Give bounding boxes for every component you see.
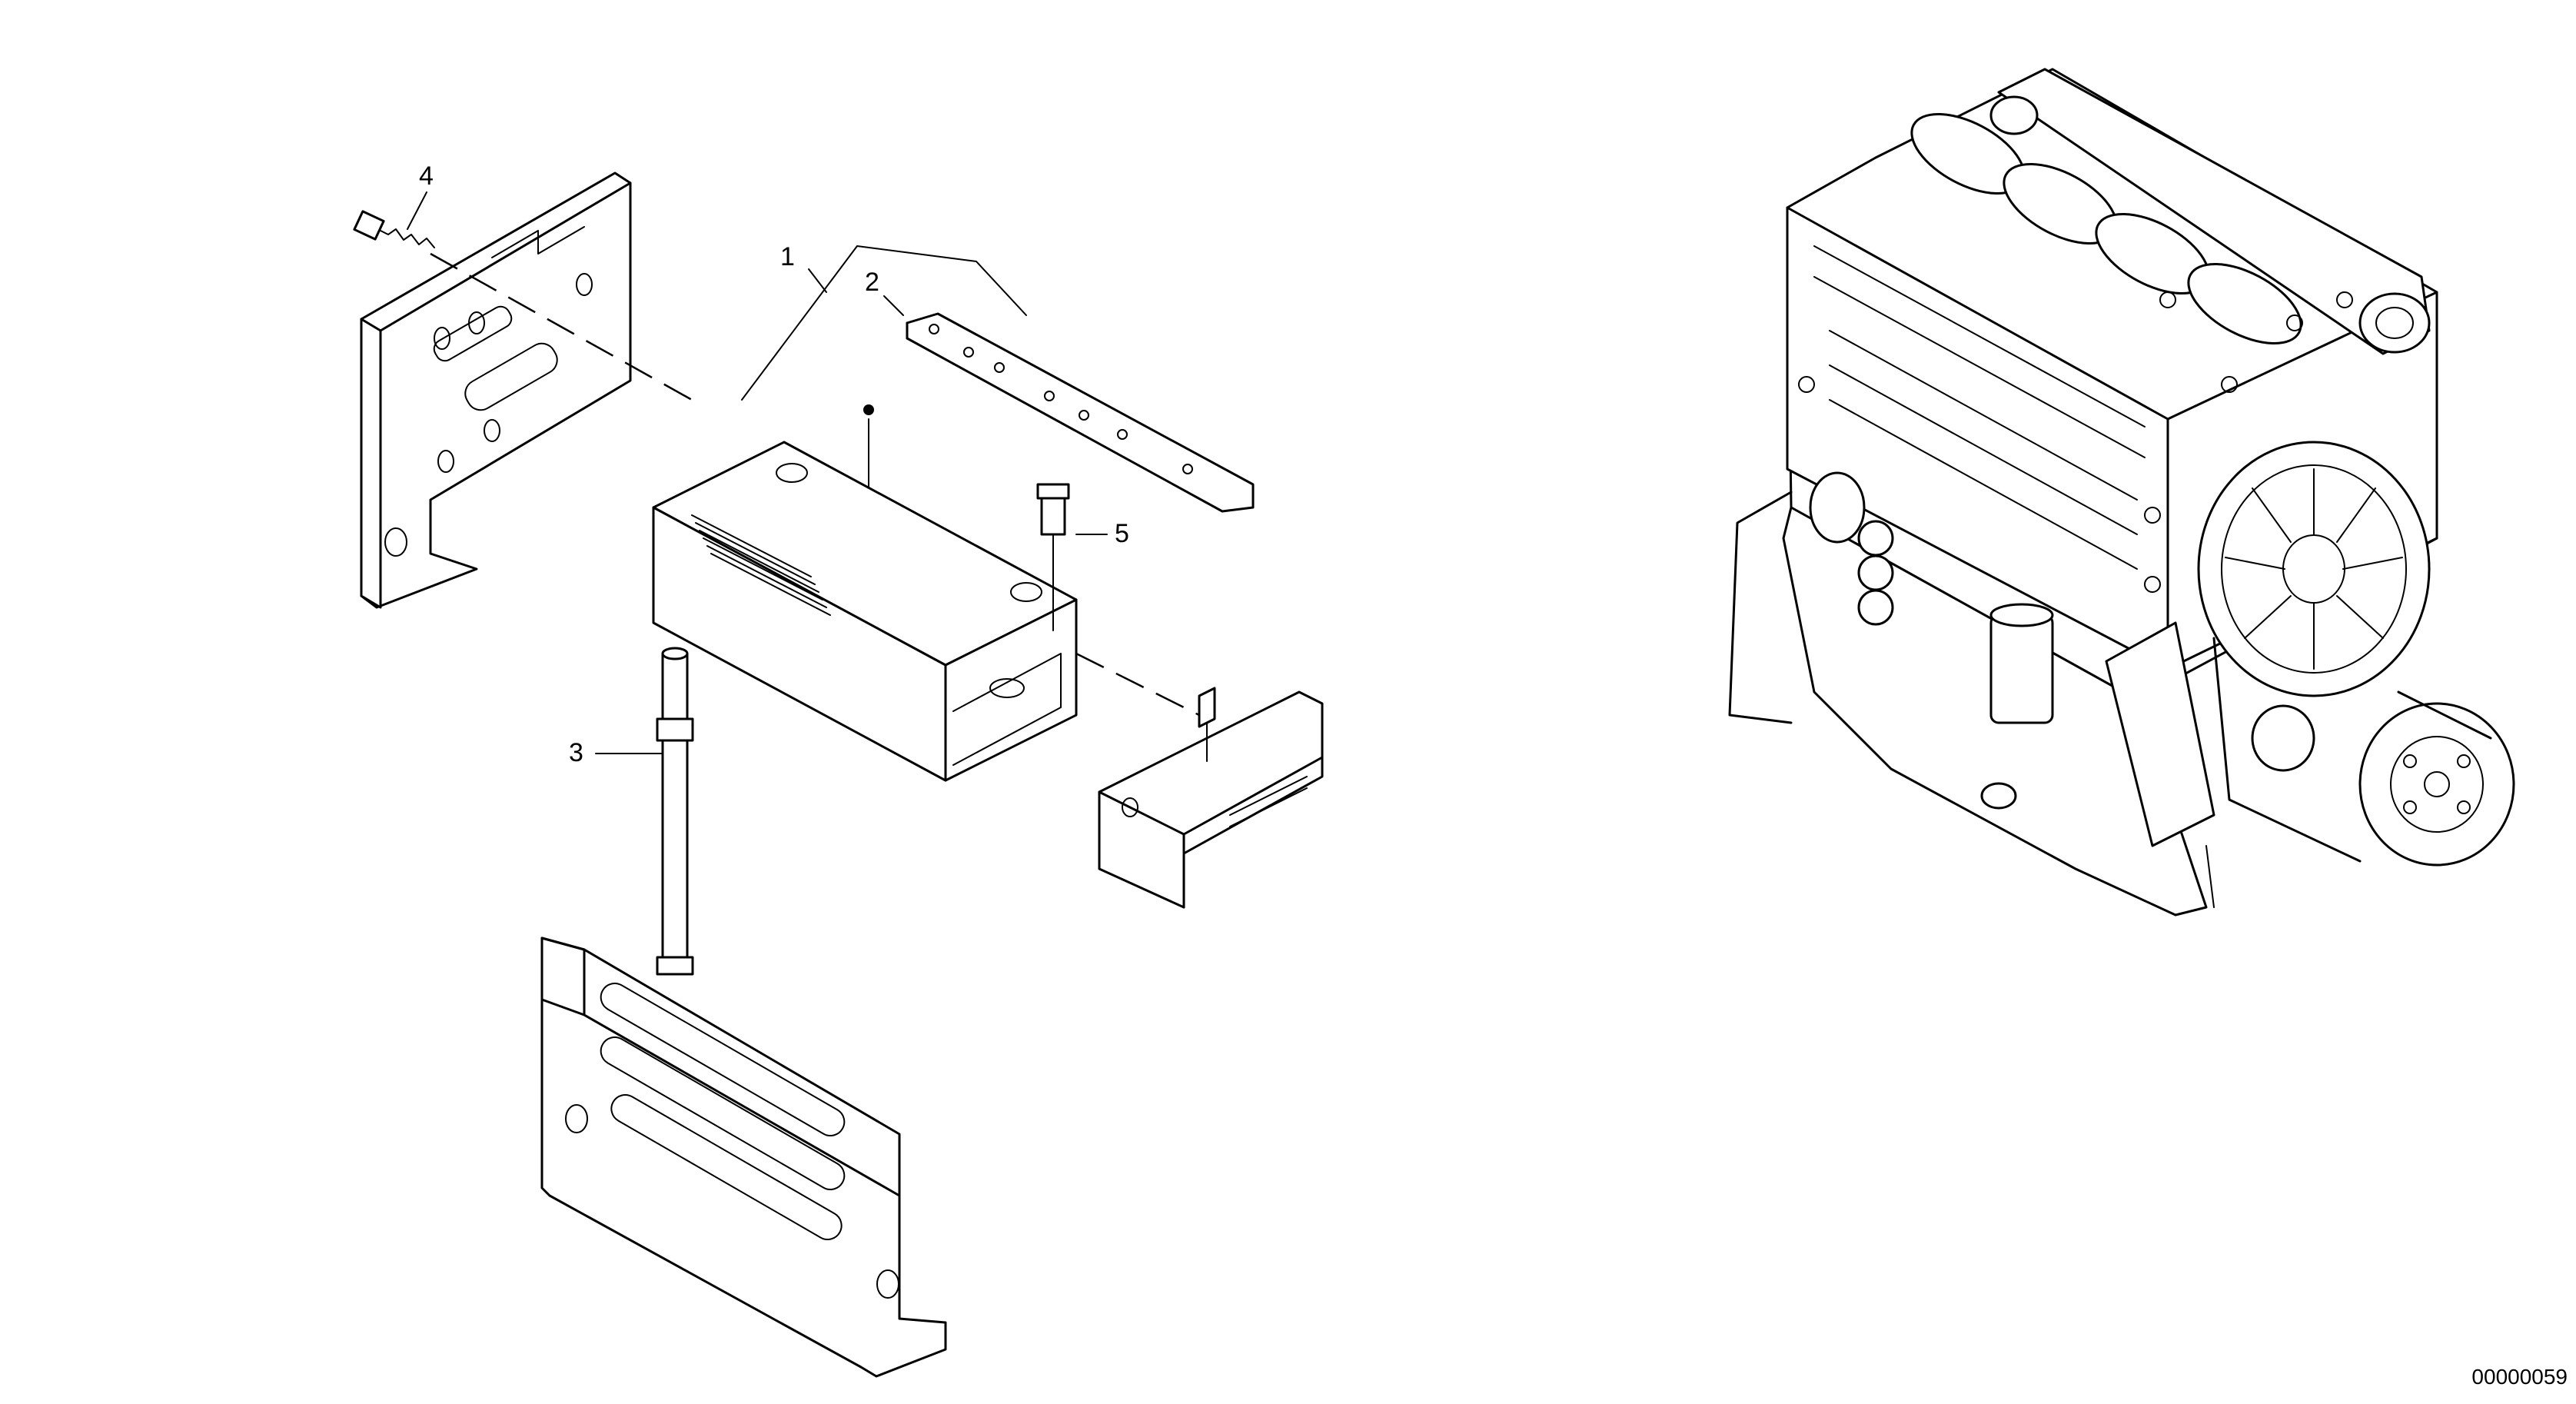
vent-grid xyxy=(691,514,831,616)
callout-3: 3 xyxy=(569,738,583,767)
right-clamp-bracket xyxy=(1098,687,1324,909)
callout-4: 4 xyxy=(419,161,434,191)
lower-skid-plate xyxy=(540,937,947,1378)
strip-plate: 2 xyxy=(865,268,1255,513)
left-mounting-bracket xyxy=(360,171,632,609)
engine-illustration xyxy=(1728,68,2515,917)
fitting-part-5: 5 xyxy=(1036,483,1129,631)
bolt-icon xyxy=(353,210,435,248)
callout-1-group: 1 xyxy=(741,242,1027,401)
reference-dot xyxy=(863,404,874,415)
fan-blades xyxy=(2225,468,2403,670)
callout-1: 1 xyxy=(780,242,795,271)
callout-5: 5 xyxy=(1115,519,1129,548)
callout-4-group: 4 xyxy=(353,161,435,248)
rod-part-3: 3 xyxy=(569,647,694,976)
document-number: 00000059 xyxy=(2471,1365,2568,1389)
main-box xyxy=(652,404,1078,782)
callout-2: 2 xyxy=(865,268,879,297)
